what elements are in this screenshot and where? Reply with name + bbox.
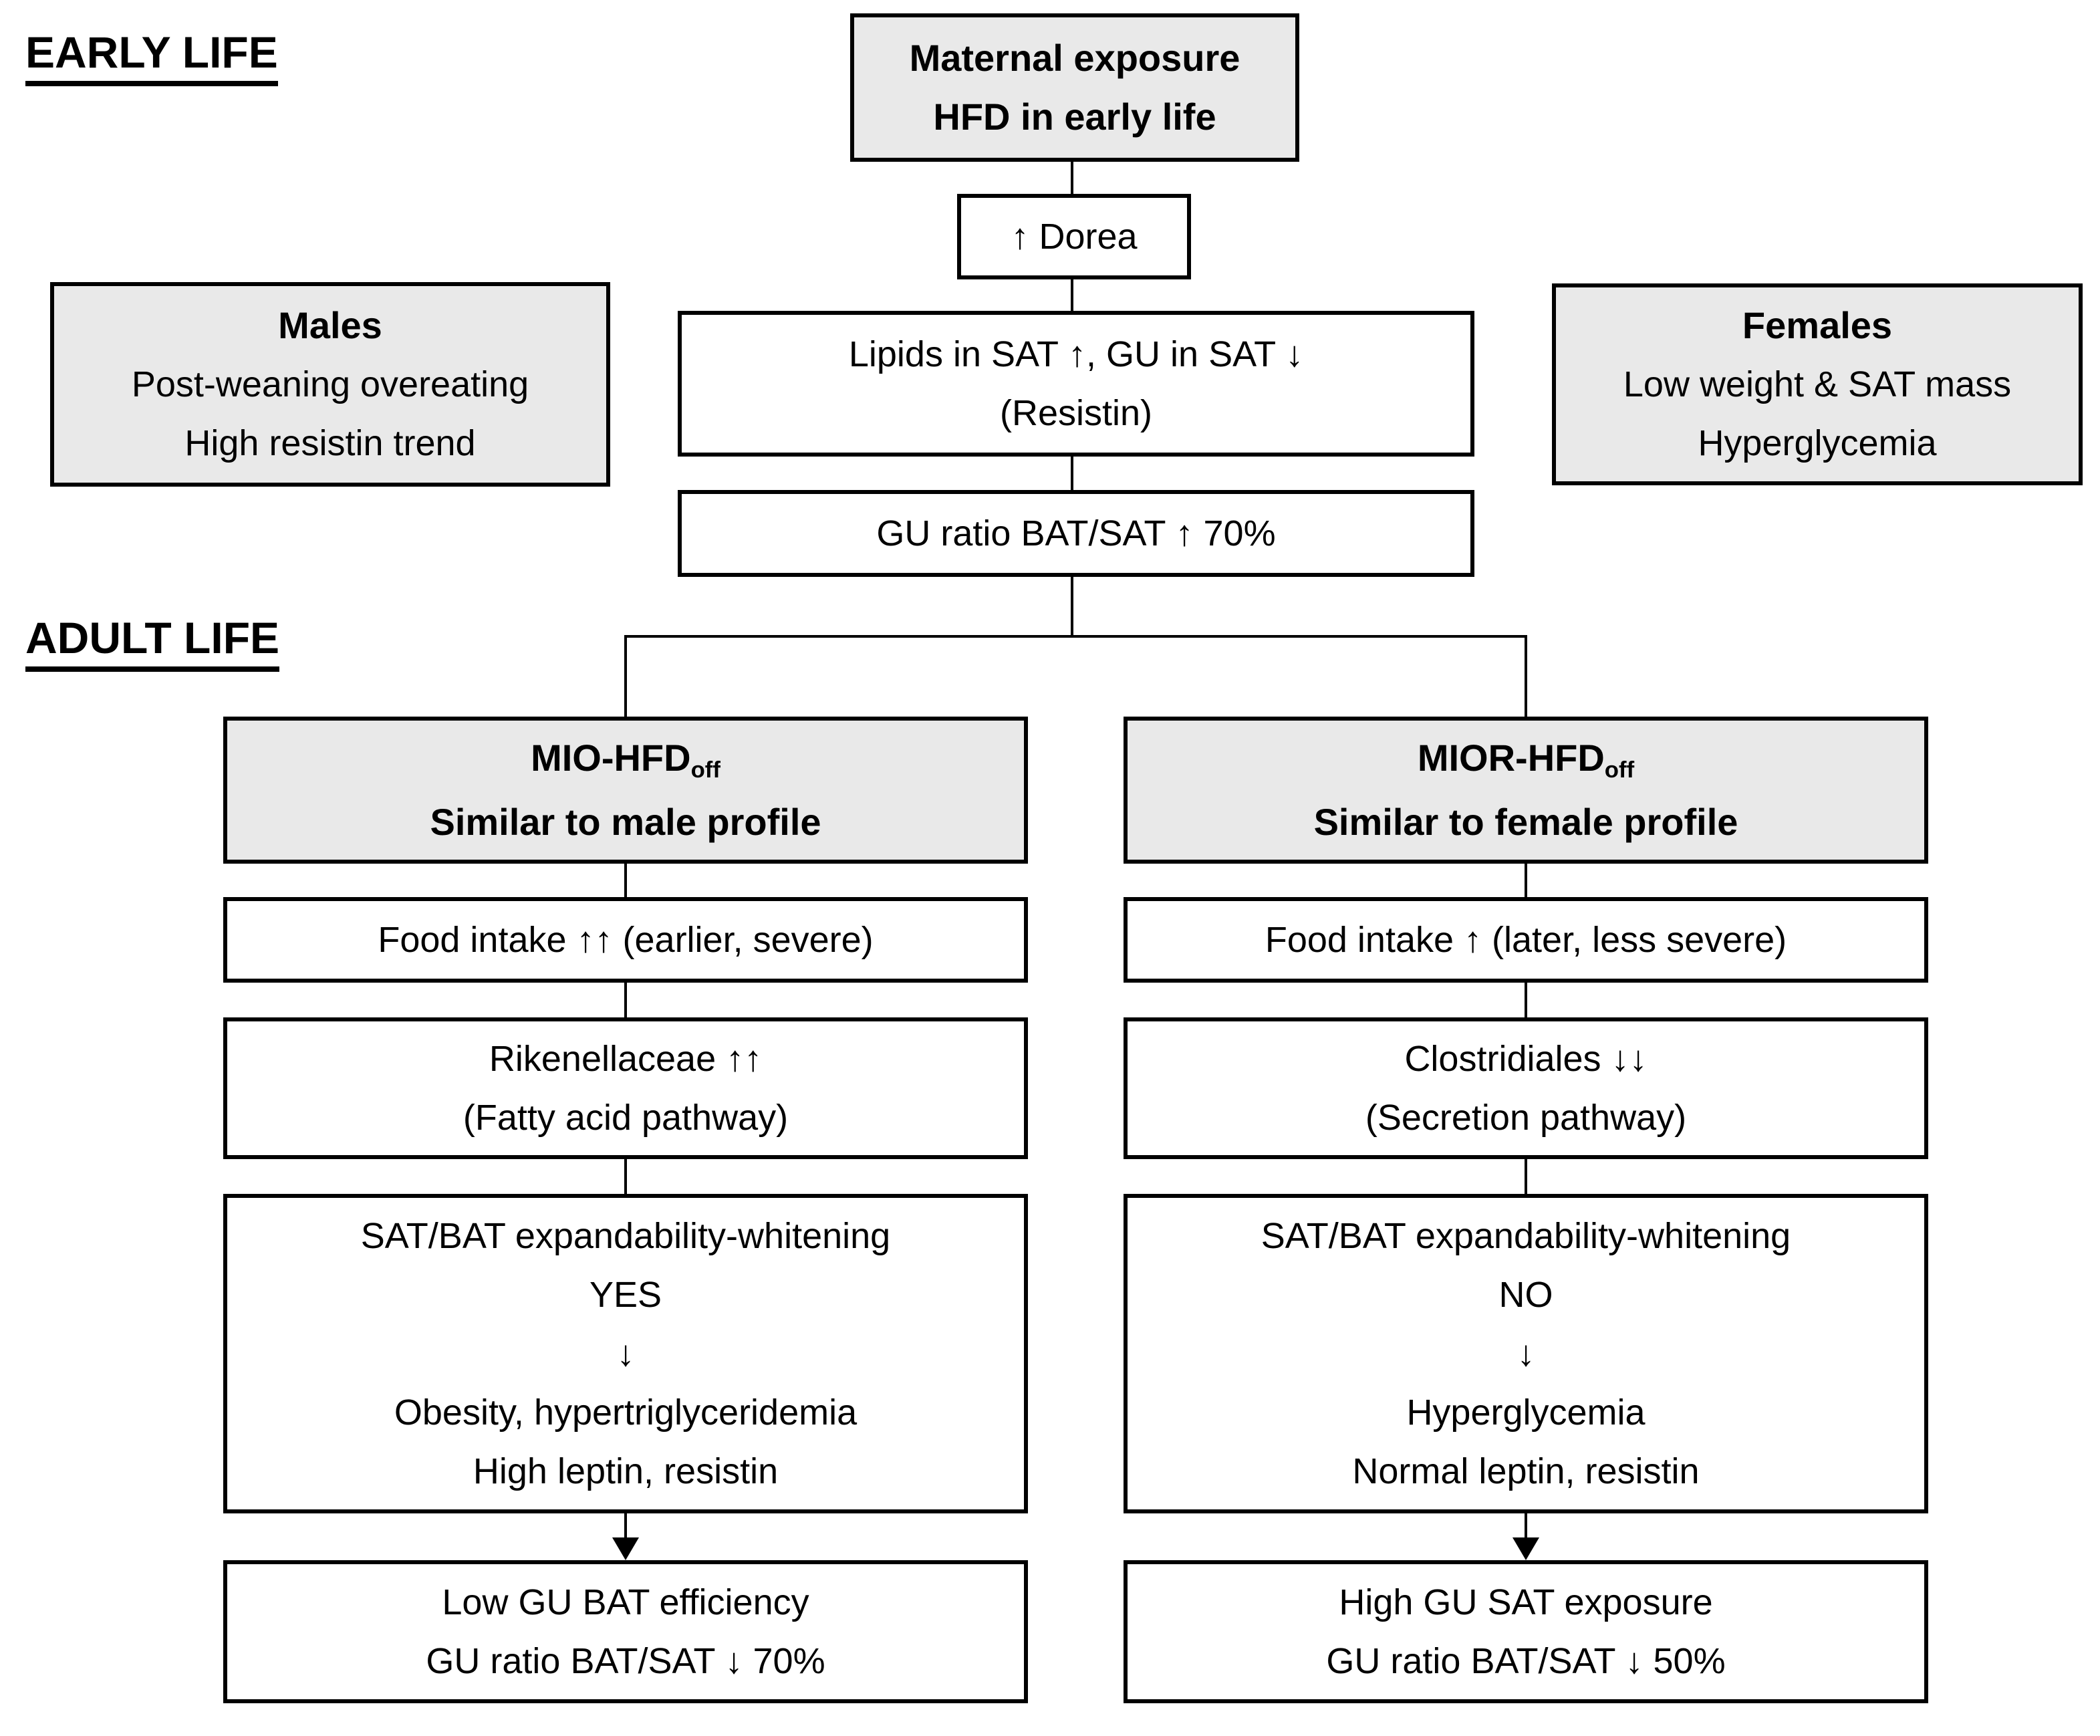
food-intake-right-text: Food intake ↑ (later, less severe) <box>1265 920 1787 960</box>
early-life-label: EARLY LIFE <box>25 28 278 86</box>
mior-title-main: MIOR-HFD <box>1417 737 1605 779</box>
males-line2: High resistin trend <box>184 423 476 463</box>
females-line2: Hyperglycemia <box>1698 423 1937 463</box>
rikenellaceae-box: Rikenellaceae ↑↑ (Fatty acid pathway) <box>223 1017 1028 1159</box>
mior-title: MIOR-HFDoff <box>1418 729 1634 793</box>
food-intake-left-box: Food intake ↑↑ (earlier, severe) <box>223 897 1028 983</box>
males-box: Males Post-weaning overeating High resis… <box>50 282 610 487</box>
maternal-exposure-box: Maternal exposure HFD in early life <box>850 13 1299 162</box>
dorea-text: ↑ Dorea <box>1011 217 1138 257</box>
connector-maternal-dorea <box>1071 160 1073 195</box>
satbat-left-answer: YES <box>589 1275 662 1315</box>
gu-ratio-text: GU ratio BAT/SAT ↑ 70% <box>876 513 1276 553</box>
mio-subtitle: Similar to male profile <box>430 801 821 843</box>
connector-mior-food <box>1525 862 1527 898</box>
outcome-right-line1: High GU SAT exposure <box>1339 1582 1713 1622</box>
satbat-left-box: SAT/BAT expandability-whitening YES ↓ Ob… <box>223 1194 1028 1513</box>
connector-food-clostridiales <box>1525 981 1527 1019</box>
outcome-left-line1: Low GU BAT efficiency <box>442 1582 809 1622</box>
females-line1: Low weight & SAT mass <box>1623 364 2012 404</box>
males-line1: Post-weaning overeating <box>131 364 529 404</box>
maternal-line1: Maternal exposure <box>909 37 1240 79</box>
connector-branch-right <box>1525 635 1527 718</box>
connector-branch-left <box>624 635 627 718</box>
satbat-right-answer: NO <box>1498 1275 1553 1315</box>
connector-rikenellaceae-expand <box>624 1158 627 1195</box>
satbat-right-line3: Hyperglycemia <box>1406 1392 1646 1433</box>
down-arrow-glyph-right: ↓ <box>1517 1334 1535 1374</box>
males-title: Males <box>278 304 382 346</box>
connector-lipids-guratio <box>1071 455 1073 491</box>
down-arrow-glyph-left: ↓ <box>616 1334 635 1374</box>
females-title: Females <box>1742 304 1893 346</box>
clostridiales-line1: Clostridiales ↓↓ <box>1404 1039 1648 1079</box>
outcome-left-box: Low GU BAT efficiency GU ratio BAT/SAT ↓… <box>223 1560 1028 1703</box>
outcome-right-line2: GU ratio BAT/SAT ↓ 50% <box>1326 1641 1726 1681</box>
lipids-sat-box: Lipids in SAT ↑, GU in SAT ↓ (Resistin) <box>678 311 1474 457</box>
mior-hfd-box: MIOR-HFDoff Similar to female profile <box>1124 717 1928 864</box>
mio-hfd-box: MIO-HFDoff Similar to male profile <box>223 717 1028 864</box>
food-intake-right-box: Food intake ↑ (later, less severe) <box>1124 897 1928 983</box>
females-box: Females Low weight & SAT mass Hyperglyce… <box>1552 283 2083 485</box>
satbat-left-line1: SAT/BAT expandability-whitening <box>360 1216 891 1256</box>
satbat-right-line1: SAT/BAT expandability-whitening <box>1261 1216 1791 1256</box>
dorea-box: ↑ Dorea <box>957 194 1191 279</box>
outcome-left-line2: GU ratio BAT/SAT ↓ 70% <box>426 1641 825 1681</box>
connector-food-rikenellaceae <box>624 981 627 1019</box>
mio-title: MIO-HFDoff <box>531 729 720 793</box>
connector-dorea-lipids <box>1071 278 1073 312</box>
connector-arrowhead-left <box>612 1537 639 1560</box>
connector-clostridiales-expand <box>1525 1158 1527 1195</box>
lipids-line2: (Resistin) <box>999 393 1153 433</box>
rikenellaceae-line1: Rikenellaceae ↑↑ <box>489 1039 763 1079</box>
connector-arrowhead-right <box>1513 1537 1539 1560</box>
satbat-right-box: SAT/BAT expandability-whitening NO ↓ Hyp… <box>1124 1194 1928 1513</box>
mior-title-subscript: off <box>1604 757 1635 783</box>
satbat-left-line4: High leptin, resistin <box>473 1451 779 1491</box>
mio-title-subscript: off <box>690 757 720 783</box>
rikenellaceae-line2: (Fatty acid pathway) <box>463 1098 789 1138</box>
connector-arrow-left-stem <box>624 1512 627 1541</box>
maternal-line2: HFD in early life <box>933 96 1216 138</box>
gu-ratio-box: GU ratio BAT/SAT ↑ 70% <box>678 490 1474 577</box>
outcome-right-box: High GU SAT exposure GU ratio BAT/SAT ↓ … <box>1124 1560 1928 1703</box>
clostridiales-box: Clostridiales ↓↓ (Secretion pathway) <box>1124 1017 1928 1159</box>
lipids-line1: Lipids in SAT ↑, GU in SAT ↓ <box>848 334 1304 374</box>
connector-branch-stem <box>1071 576 1073 638</box>
satbat-left-line3: Obesity, hypertriglyceridemia <box>394 1392 858 1433</box>
connector-branch-horizontal <box>624 635 1527 638</box>
mio-title-main: MIO-HFD <box>531 737 691 779</box>
adult-life-label: ADULT LIFE <box>25 614 280 672</box>
food-intake-left-text: Food intake ↑↑ (earlier, severe) <box>378 920 874 960</box>
satbat-right-line4: Normal leptin, resistin <box>1352 1451 1700 1491</box>
connector-arrow-right-stem <box>1525 1512 1527 1541</box>
connector-mio-food <box>624 862 627 898</box>
clostridiales-line2: (Secretion pathway) <box>1365 1098 1687 1138</box>
mior-subtitle: Similar to female profile <box>1313 801 1738 843</box>
